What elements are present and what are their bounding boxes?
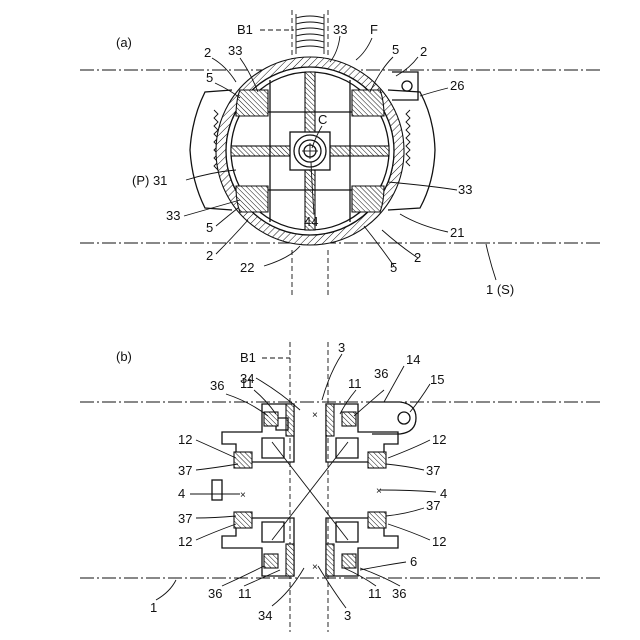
label-4-left: 4	[178, 486, 185, 501]
label-14: 14	[406, 352, 420, 367]
label-6: 6	[410, 554, 417, 569]
label-2-top-right: 2	[420, 44, 427, 59]
label-3-top: 3	[338, 340, 345, 355]
label-11-bottom-left: 11	[238, 586, 252, 601]
spring-b1	[296, 14, 324, 54]
label-34-bottom: 34	[258, 608, 272, 623]
bracket-bottom-left	[222, 512, 294, 576]
label-37-left-top: 37	[178, 463, 192, 478]
label-12-right-top: 12	[432, 432, 446, 447]
label-44: 44	[304, 214, 318, 229]
label-33-left: 33	[166, 208, 180, 223]
label-33-right: 33	[458, 182, 472, 197]
central-hub-44	[290, 132, 330, 170]
label-f: F	[370, 22, 378, 37]
left-slot	[212, 480, 222, 500]
label-26: 26	[450, 78, 464, 93]
svg-text:×: ×	[240, 490, 246, 501]
label-36-bottom-left: 36	[208, 586, 222, 601]
label-11-top-left: 11	[240, 376, 254, 391]
label-5-top-right: 5	[392, 42, 399, 57]
bracket-top-right	[326, 404, 398, 468]
svg-text:×: ×	[376, 486, 382, 497]
break-line-right	[406, 110, 410, 166]
label-36-bottom-right: 36	[392, 586, 406, 601]
panel-b-figure	[80, 342, 600, 632]
svg-text:×: ×	[312, 562, 318, 573]
label-2-bottom-right: 2	[414, 250, 421, 265]
label-5-left: 5	[206, 220, 213, 235]
label-1s: 1 (S)	[486, 282, 514, 297]
svg-text:×: ×	[312, 410, 318, 421]
panel-b-shaft	[290, 342, 328, 632]
panel-b-leaders	[156, 354, 436, 608]
label-11-bottom-right: 11	[368, 586, 382, 601]
label-2-top-left: 2	[204, 45, 211, 60]
label-37-right-top: 37	[426, 463, 440, 478]
mounting-tab-14	[372, 402, 416, 434]
label-12-right-bottom: 12	[432, 534, 446, 549]
panel-a-figure	[80, 10, 600, 298]
bracket-top-left	[222, 404, 294, 468]
label-5-top-left: 5	[206, 70, 213, 85]
label-4-right: 4	[440, 486, 447, 501]
label-21: 21	[450, 225, 464, 240]
label-37-right-bottom: 37	[426, 498, 440, 513]
label-3-bottom: 3	[344, 608, 351, 623]
label-33-top-left: 33	[228, 43, 242, 58]
label-b1-b: B1	[240, 350, 256, 365]
label-5-bottom-right: 5	[390, 260, 397, 275]
label-b1-a: B1	[237, 22, 253, 37]
label-36-top-right: 36	[374, 366, 388, 381]
label-11-top-right: 11	[348, 376, 362, 391]
label-15: 15	[430, 372, 444, 387]
label-2-bottom-left: 2	[206, 248, 213, 263]
bracket-bottom-right	[326, 512, 398, 576]
label-37-left-bottom: 37	[178, 511, 192, 526]
label-36-top-left: 36	[210, 378, 224, 393]
label-22: 22	[240, 260, 254, 275]
label-1: 1	[150, 600, 157, 615]
label-33-top: 33	[333, 22, 347, 37]
label-12-left-top: 12	[178, 432, 192, 447]
mounting-tab-26	[392, 72, 418, 100]
panel-b-title: (b)	[116, 349, 132, 364]
label-c: C	[318, 112, 327, 127]
panel-a-title: (a)	[116, 35, 132, 50]
label-12-left-bottom: 12	[178, 534, 192, 549]
label-p31: (P) 31	[132, 173, 167, 188]
